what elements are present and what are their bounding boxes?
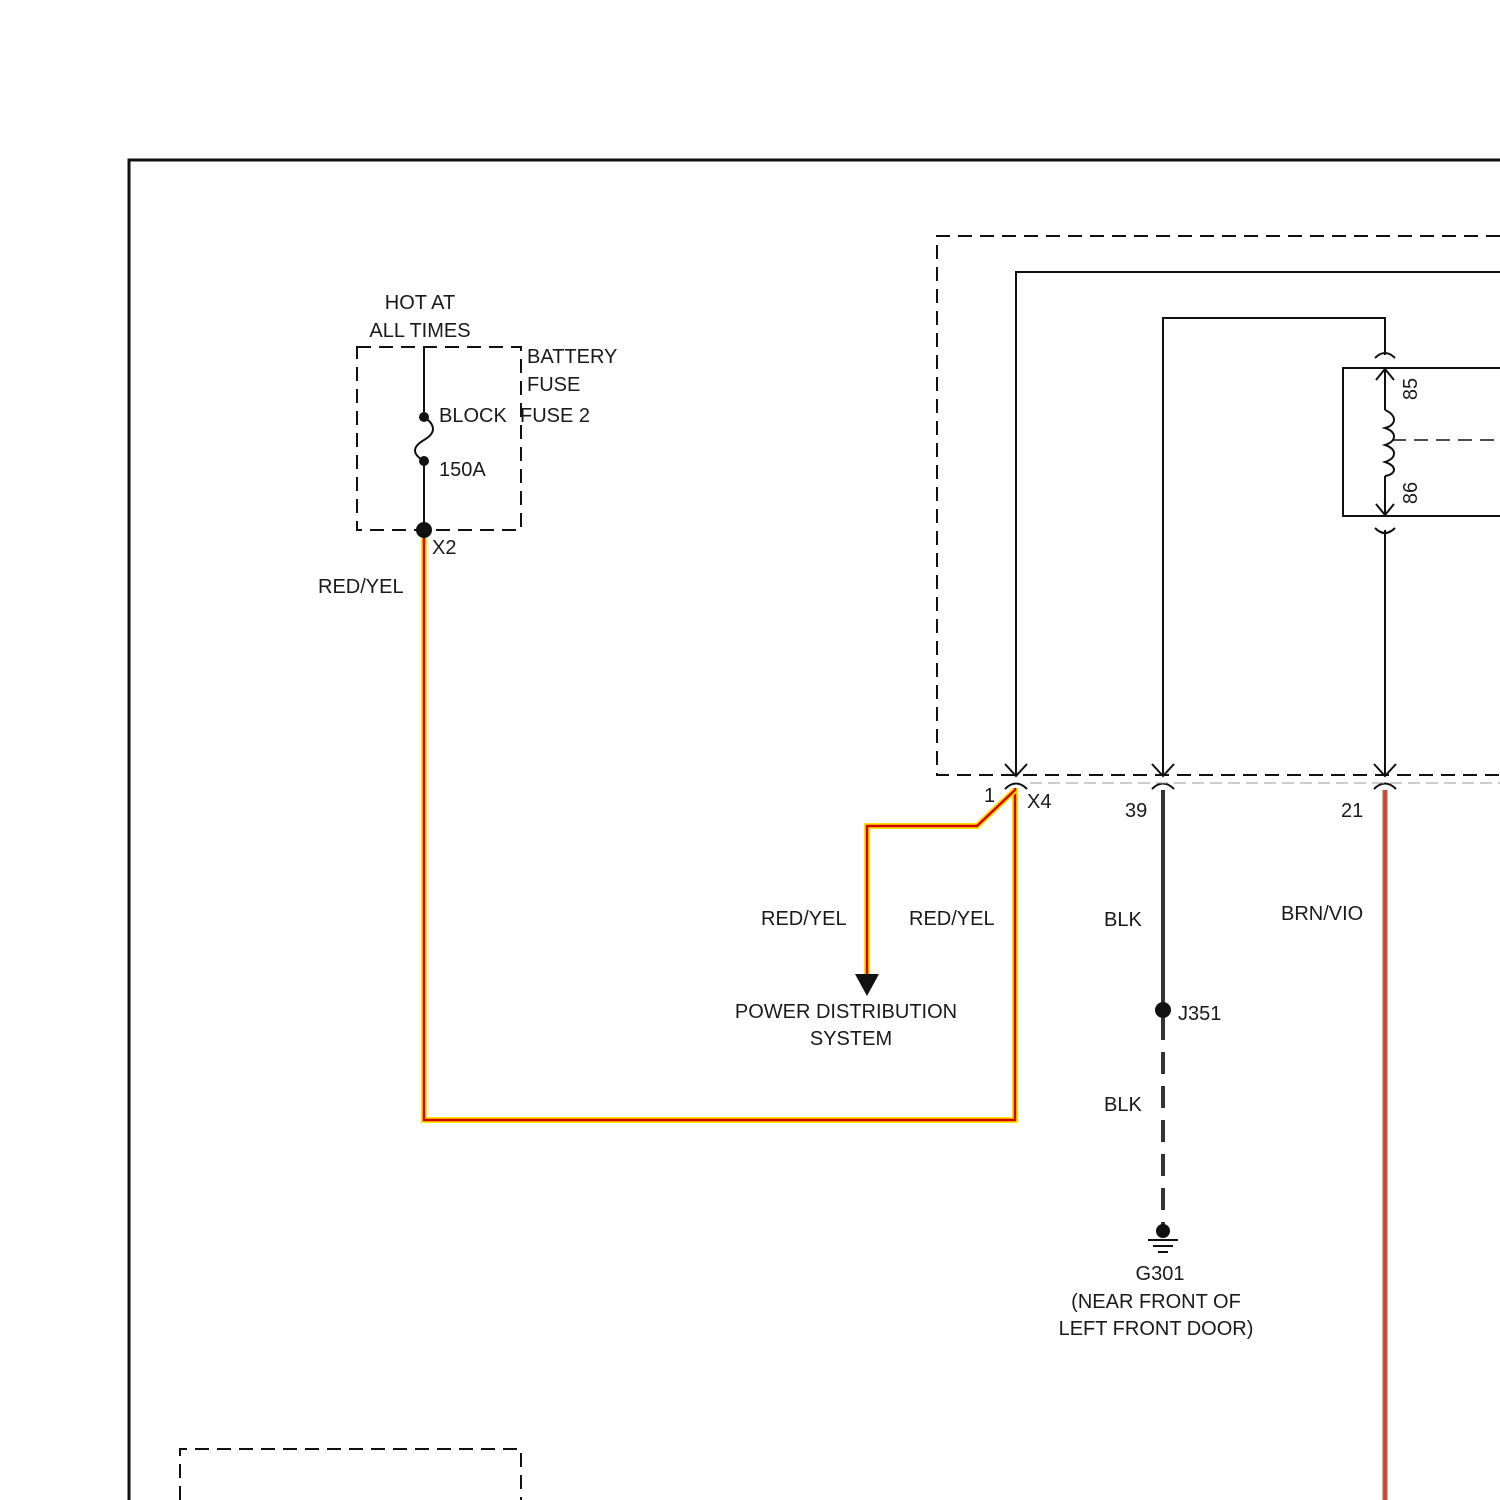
pin-1-label: 1: [984, 785, 995, 807]
battery-fuse-block: [357, 347, 521, 538]
fuse-block-label-1: BATTERY: [527, 346, 617, 368]
diagram-frame: [129, 160, 1500, 1500]
connector-x4: [1005, 764, 1500, 789]
connector-x2-label: X2: [432, 537, 456, 559]
relay-pin-86: 86: [1400, 482, 1422, 504]
branch-right-label: RED/YEL: [909, 908, 995, 930]
fuse-block-label-2: FUSE: [527, 374, 580, 396]
hot-label-2: ALL TIMES: [369, 320, 470, 342]
pin-21-label: 21: [1341, 800, 1363, 822]
fuse-symbol: [415, 417, 433, 461]
ground-location-1: (NEAR FRONT OF: [1071, 1291, 1241, 1313]
branch-left-label: RED/YEL: [761, 908, 847, 930]
relay-coil-icon: [1385, 410, 1394, 476]
wire-red-yel-label: RED/YEL: [318, 576, 404, 598]
splice-j351-dot: [1155, 1002, 1171, 1018]
fuse-name: FUSE 2: [520, 405, 590, 427]
ground-lower-label: BLK: [1104, 1094, 1142, 1116]
connector-x2-dot: [416, 522, 432, 538]
power-distribution-label-2: SYSTEM: [810, 1028, 892, 1050]
power-distribution-label-1: POWER DISTRIBUTION: [735, 1001, 957, 1023]
wire-red-yel-branch: [855, 790, 1015, 996]
ground-name: G301: [1136, 1263, 1185, 1285]
fuse-block-label-3: BLOCK: [439, 405, 507, 427]
wire-blk-ground: [1148, 790, 1178, 1252]
arrow-down-icon: [855, 974, 879, 996]
ground-upper-label: BLK: [1104, 909, 1142, 931]
fuse-rating: 150A: [439, 459, 486, 481]
module-box: [937, 236, 1500, 775]
connector-x4-label: X4: [1027, 791, 1051, 813]
splice-label: J351: [1178, 1003, 1221, 1025]
relay-pin-85: 85: [1400, 378, 1422, 400]
ground-icon: [1148, 1231, 1178, 1252]
pin-39-label: 39: [1125, 800, 1147, 822]
lower-component-box: [180, 1449, 521, 1500]
relay-out-label: BRN/VIO: [1281, 903, 1363, 925]
hot-label-1: HOT AT: [385, 292, 455, 314]
ground-location-2: LEFT FRONT DOOR): [1059, 1318, 1254, 1340]
